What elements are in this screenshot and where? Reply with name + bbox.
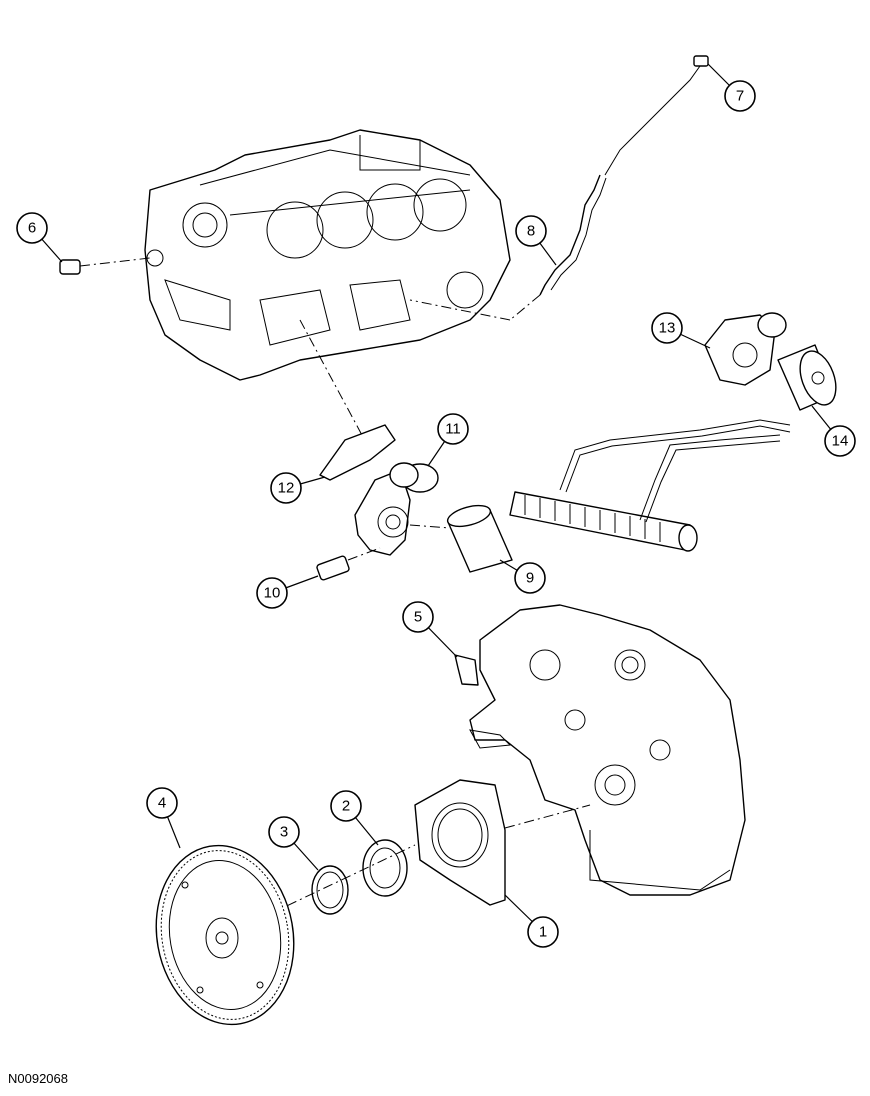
- part-13-housing: [704, 312, 787, 386]
- part-3-ring: [311, 865, 349, 915]
- callout-7: 7: [707, 63, 756, 112]
- callout-9: 9: [499, 559, 546, 594]
- svg-text:13: 13: [659, 320, 676, 337]
- callout-5: 5: [402, 601, 458, 658]
- callout-1: 1: [504, 894, 559, 948]
- svg-text:10: 10: [264, 585, 281, 602]
- svg-text:8: 8: [527, 223, 535, 240]
- callout-4: 4: [146, 787, 181, 849]
- svg-text:5: 5: [414, 609, 422, 626]
- cylinder-block-upper: [144, 129, 511, 381]
- callout-12: 12: [270, 472, 326, 504]
- svg-text:14: 14: [832, 433, 849, 450]
- callout-8: 8: [515, 215, 557, 266]
- figure-id-label: N0092068: [8, 1071, 68, 1086]
- part-5-sensor: [454, 654, 479, 686]
- callout-2: 2: [330, 790, 379, 846]
- part-2-seal: [362, 839, 408, 897]
- callout-13: 13: [651, 312, 711, 349]
- svg-text:7: 7: [736, 88, 744, 105]
- svg-text:11: 11: [445, 421, 461, 438]
- svg-text:2: 2: [342, 798, 350, 815]
- svg-text:1: 1: [539, 924, 547, 941]
- svg-text:4: 4: [158, 795, 166, 812]
- engine-block-lower: [469, 604, 746, 896]
- part-oil-filter-adapter: [354, 469, 411, 556]
- callout-3: 3: [268, 816, 319, 871]
- part-11-fitting: [389, 462, 439, 493]
- callout-10: 10: [256, 575, 319, 609]
- svg-text:6: 6: [28, 220, 36, 237]
- svg-text:3: 3: [280, 824, 288, 841]
- part-1-rear-cover: [414, 779, 506, 906]
- cooler-lines: [559, 419, 791, 523]
- part-6-plug: [59, 257, 151, 275]
- oil-cooler-tube: [509, 491, 698, 552]
- part-14-cooler: [777, 344, 837, 411]
- part-7-dipstick: [604, 55, 709, 176]
- part-9-oil-filter: [446, 504, 513, 573]
- callout-11: 11: [427, 413, 469, 467]
- part-4-flywheel: [155, 844, 295, 1026]
- svg-text:12: 12: [278, 480, 295, 497]
- part-10-sensor: [316, 547, 381, 581]
- part-12-gasket: [319, 424, 396, 481]
- svg-text:9: 9: [526, 570, 534, 587]
- callout-6: 6: [16, 212, 63, 263]
- callout-14: 14: [811, 405, 856, 457]
- part-8-dipstick-tube: [409, 174, 607, 321]
